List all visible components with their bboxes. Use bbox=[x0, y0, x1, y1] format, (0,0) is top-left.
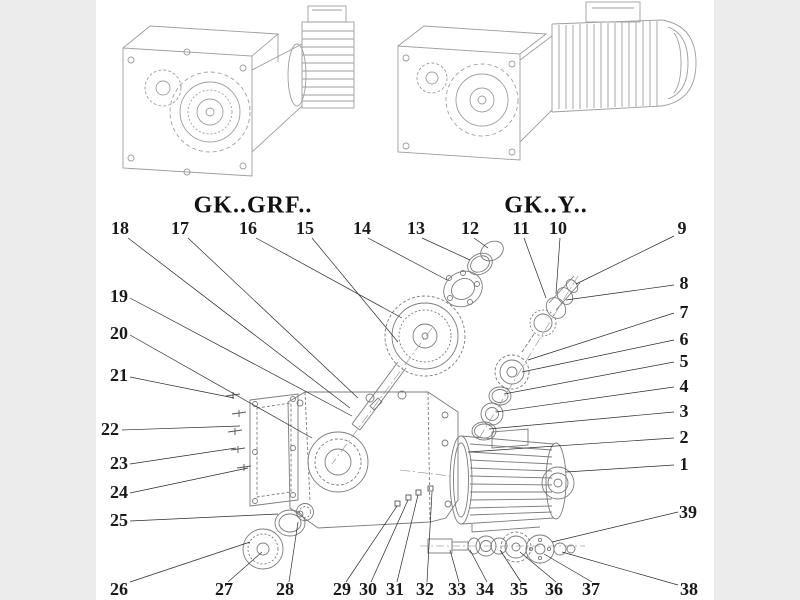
motor bbox=[449, 428, 575, 533]
upper-bearing-rings bbox=[443, 240, 504, 308]
callout-1: 1 bbox=[679, 454, 689, 474]
callout-22: 22 bbox=[101, 419, 119, 439]
callout-4: 4 bbox=[679, 376, 689, 396]
callout-27: 27 bbox=[215, 579, 233, 599]
axis-lines bbox=[331, 275, 579, 477]
callout-26: 26 bbox=[110, 579, 128, 599]
callout-21: 21 bbox=[110, 365, 128, 385]
callout-28: 28 bbox=[276, 579, 294, 599]
callout-23: 23 bbox=[110, 453, 128, 473]
input-pinion-cluster bbox=[521, 275, 581, 353]
bevel-gear-rings bbox=[471, 354, 530, 441]
intermediate-shaft-gear bbox=[351, 295, 466, 431]
callout-38: 38 bbox=[680, 579, 698, 599]
callout-24: 24 bbox=[110, 482, 128, 502]
callout-37: 37 bbox=[582, 579, 600, 599]
callout-34: 34 bbox=[476, 579, 494, 599]
callout-19: 19 bbox=[110, 286, 128, 306]
callout-36: 36 bbox=[545, 579, 563, 599]
callout-9: 9 bbox=[677, 218, 687, 238]
callout-13: 13 bbox=[407, 218, 425, 238]
callout-14: 14 bbox=[353, 218, 371, 238]
exploded-view bbox=[225, 240, 585, 570]
title-gk-y: GK..Y.. bbox=[504, 192, 588, 219]
flange-bolts bbox=[394, 485, 434, 507]
callout-17: 17 bbox=[171, 218, 189, 238]
callout-20: 20 bbox=[110, 323, 128, 343]
cover-plate bbox=[249, 393, 299, 507]
output-shaft-assembly bbox=[420, 531, 585, 564]
screws bbox=[225, 392, 252, 471]
callout-32: 32 bbox=[416, 579, 434, 599]
title-gk-grf: GK..GRF.. bbox=[193, 192, 313, 219]
gearbox-grf-drawing bbox=[122, 5, 355, 177]
callout-3: 3 bbox=[679, 401, 689, 421]
callout-5: 5 bbox=[679, 351, 689, 371]
callout-29: 29 bbox=[333, 579, 351, 599]
callout-30: 30 bbox=[359, 579, 377, 599]
callout-11: 11 bbox=[512, 218, 530, 238]
callout-39: 39 bbox=[679, 502, 697, 522]
callout-12: 12 bbox=[461, 218, 479, 238]
callout-10: 10 bbox=[549, 218, 567, 238]
callout-7: 7 bbox=[679, 302, 689, 322]
callout-35: 35 bbox=[510, 579, 528, 599]
callout-2: 2 bbox=[679, 427, 689, 447]
callout-31: 31 bbox=[386, 579, 404, 599]
output-gear-parts bbox=[242, 503, 314, 570]
leader-lines bbox=[121, 235, 679, 586]
callout-6: 6 bbox=[679, 329, 689, 349]
gearbox-y-drawing bbox=[397, 1, 697, 161]
callout-8: 8 bbox=[679, 273, 689, 293]
diagram-paper bbox=[96, 0, 714, 600]
callout-18: 18 bbox=[111, 218, 129, 238]
callout-25: 25 bbox=[110, 510, 128, 530]
callout-16: 16 bbox=[239, 218, 257, 238]
housing bbox=[287, 390, 459, 529]
callout-33: 33 bbox=[448, 579, 466, 599]
callout-15: 15 bbox=[296, 218, 314, 238]
